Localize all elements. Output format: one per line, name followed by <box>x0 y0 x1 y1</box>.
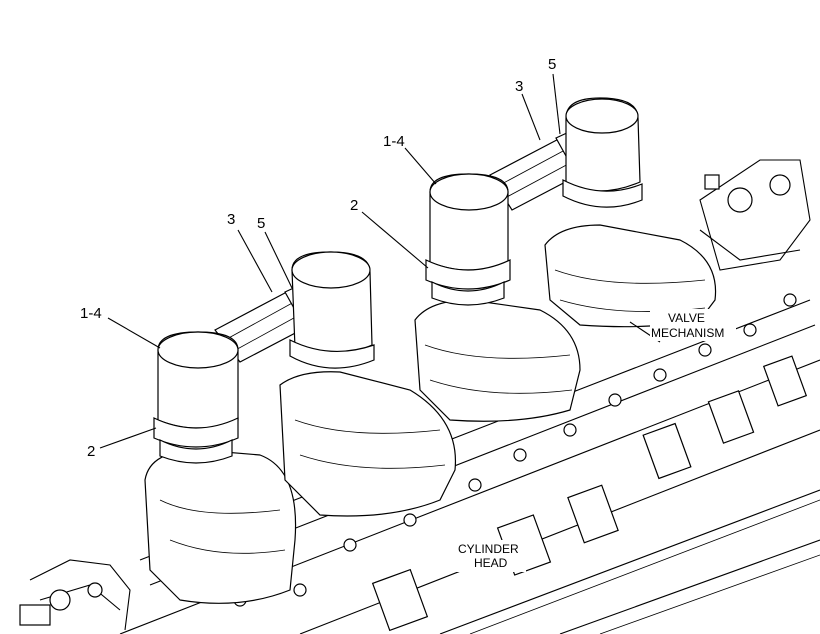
callout-5-left: 5 <box>257 215 265 232</box>
valve-cover-right <box>544 224 717 328</box>
callout-1-4-right: 1-4 <box>383 133 405 150</box>
callout-1-4-left: 1-4 <box>80 305 102 322</box>
label-valve-line1: VALVE <box>668 311 705 325</box>
valve-cover-left <box>144 449 297 604</box>
callout-2-right: 2 <box>350 197 358 214</box>
breather-assembly-left <box>153 251 375 464</box>
label-cylinder-line2: HEAD <box>474 556 508 570</box>
label-valve-line2: MECHANISM <box>651 326 724 340</box>
breather-assembly-right <box>425 97 643 306</box>
label-cylinder-line1: CYLINDER <box>458 542 519 556</box>
callout-3-right: 3 <box>515 78 523 95</box>
callout-2-left: 2 <box>87 443 95 460</box>
valve-cover-center-right <box>414 299 581 422</box>
valve-cover-center-left <box>279 371 457 517</box>
callout-5-right: 5 <box>548 56 556 73</box>
leader-lines <box>99 73 661 449</box>
callout-3-left: 3 <box>227 211 235 228</box>
